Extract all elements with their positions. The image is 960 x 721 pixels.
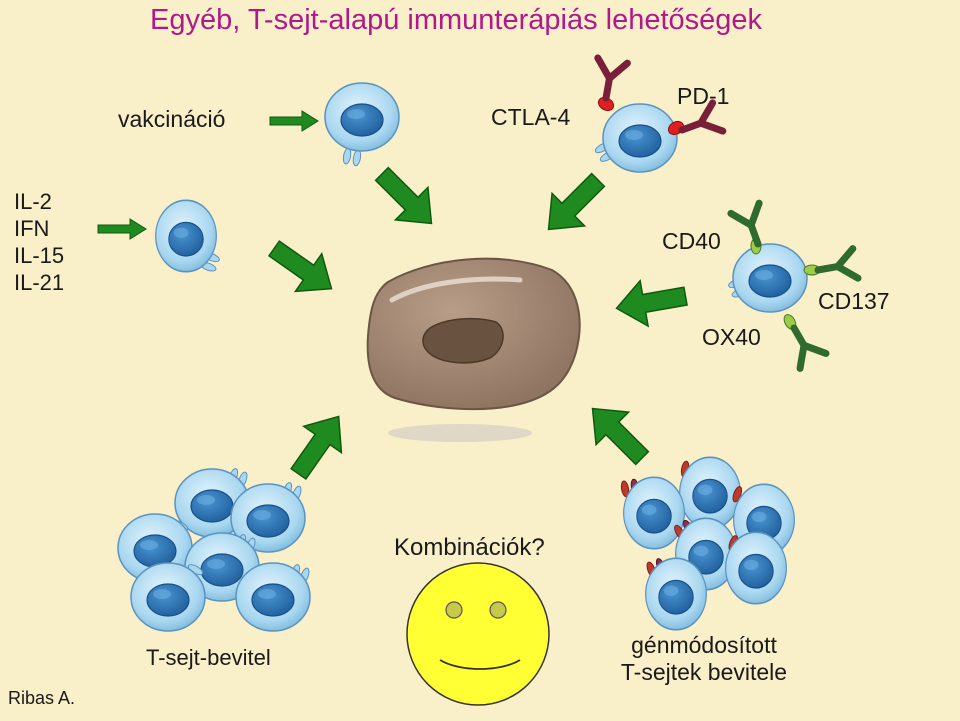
arrow-cytokine-to-tumor <box>260 228 346 309</box>
label-pd1: PD-1 <box>677 83 730 109</box>
antibody-anti-ctla4 <box>591 58 627 101</box>
credit: Ribas A. <box>8 688 76 708</box>
label-vaccination: vakcináció <box>118 106 226 132</box>
smiley-face <box>406 562 550 706</box>
gm-t-cell-cluster <box>619 456 796 631</box>
antibody-cd137 <box>815 249 858 285</box>
label-gm-line1: génmódosított <box>631 632 777 658</box>
arrow-gm-to-tumor <box>575 391 660 476</box>
tumor-cell <box>366 257 581 442</box>
label-ctla4: CTLA-4 <box>491 104 571 130</box>
arrow-checkpoint-to-tumor <box>531 162 616 247</box>
label-combinations: Kombinációk? <box>394 534 545 561</box>
arrow-vaccination-to-tumor <box>364 156 449 241</box>
arrow-transfer-to-tumor <box>278 402 359 488</box>
t-cell-checkpoint <box>591 58 723 173</box>
arrow-vaccination-in <box>269 110 319 132</box>
label-gm-line2: T-sejtek bevitele <box>620 659 788 685</box>
t-cell-cytokine <box>154 199 221 274</box>
page-title: Egyéb, T-sejt-alapú immunterápiás lehető… <box>150 4 763 36</box>
t-cell-costimulation <box>727 203 858 368</box>
cytokine-list: IL-2 IFN IL-15 IL-21 <box>14 188 64 296</box>
label-ox40: OX40 <box>702 324 761 350</box>
label-cd137: CD137 <box>818 288 890 314</box>
arrow-costim-to-tumor <box>611 272 691 332</box>
t-cell-vaccination <box>324 82 400 167</box>
label-t-cell-transfer: T-sejt-bevitel <box>146 645 271 670</box>
cytokine-item: IL-21 <box>14 270 65 295</box>
cytokine-item: IFN <box>14 216 50 241</box>
label-gm-transfer: génmódosított T-sejtek bevitele <box>604 632 804 686</box>
cytokine-item: IL-15 <box>14 243 65 268</box>
label-cd40: CD40 <box>662 228 721 254</box>
cytokine-item: IL-2 <box>14 189 52 214</box>
arrow-cytokine-in <box>97 218 147 240</box>
t-cell-transfer-cluster <box>117 467 312 632</box>
